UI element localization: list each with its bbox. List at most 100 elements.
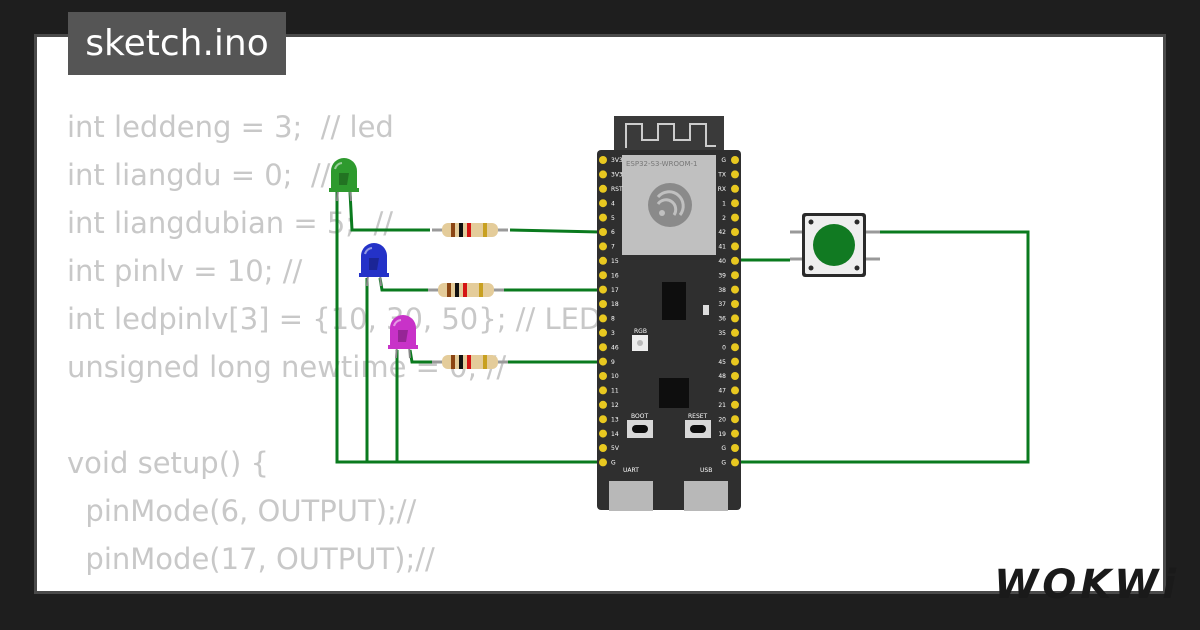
magenta-led[interactable] bbox=[388, 315, 418, 359]
resistor-band bbox=[455, 283, 459, 297]
reset-label: RESET bbox=[688, 413, 708, 420]
left-pin[interactable] bbox=[599, 429, 607, 438]
right-pin-label: 41 bbox=[718, 244, 726, 251]
left-pin-label: 14 bbox=[611, 431, 619, 438]
right-pin-label: 36 bbox=[718, 316, 726, 323]
right-pin[interactable] bbox=[731, 400, 739, 409]
circuit-diagram: ESP32-S3-WROOM-1 RGB BOOT RESET UART USB… bbox=[329, 116, 1030, 511]
right-pin-label: 37 bbox=[718, 301, 726, 308]
left-pin[interactable] bbox=[599, 242, 607, 251]
usb-uart-chip bbox=[662, 282, 686, 320]
left-pin-label: 18 bbox=[611, 301, 619, 308]
right-pin[interactable] bbox=[731, 242, 739, 251]
green-led[interactable] bbox=[329, 158, 359, 202]
left-pin[interactable] bbox=[599, 300, 607, 308]
right-pin[interactable] bbox=[731, 372, 739, 380]
wire-button-ground bbox=[740, 230, 1030, 464]
left-pin-label: G bbox=[611, 460, 616, 467]
left-pin[interactable] bbox=[599, 285, 607, 294]
pushbutton[interactable] bbox=[790, 213, 880, 277]
left-pin[interactable] bbox=[599, 415, 607, 424]
left-pin[interactable] bbox=[599, 271, 607, 280]
left-pin[interactable] bbox=[599, 199, 607, 208]
right-pin[interactable] bbox=[731, 386, 739, 395]
right-pin[interactable] bbox=[731, 213, 739, 222]
left-pin[interactable] bbox=[599, 314, 607, 323]
right-pin[interactable] bbox=[731, 300, 739, 308]
resistor-band bbox=[483, 355, 487, 369]
right-pin[interactable] bbox=[731, 170, 739, 179]
blue-led[interactable] bbox=[359, 243, 389, 287]
left-pin-label: 6 bbox=[611, 229, 615, 236]
right-pin[interactable] bbox=[731, 415, 739, 424]
left-pin[interactable] bbox=[599, 170, 607, 179]
rgb-label: RGB bbox=[634, 328, 647, 335]
left-pin[interactable] bbox=[599, 256, 607, 265]
right-pin-label: 45 bbox=[718, 359, 726, 366]
code-line: int pinlv = 10; // bbox=[67, 254, 303, 288]
usb-port[interactable] bbox=[684, 481, 728, 511]
resistor-1[interactable] bbox=[432, 223, 508, 237]
right-pin[interactable] bbox=[731, 271, 739, 280]
left-pin-label: 9 bbox=[611, 359, 615, 366]
right-pin[interactable] bbox=[731, 199, 739, 208]
code-line: pinMode(6, OUTPUT);// bbox=[67, 494, 417, 528]
resistor-band bbox=[463, 283, 467, 297]
code-line: int leddeng = 3; // led bbox=[67, 110, 394, 144]
right-pin[interactable] bbox=[731, 328, 739, 337]
wire-magenta-led-resistor bbox=[408, 349, 440, 364]
left-pin[interactable] bbox=[599, 357, 607, 366]
module-label: ESP32-S3-WROOM-1 bbox=[626, 160, 697, 168]
left-pin[interactable] bbox=[599, 386, 607, 395]
resistor-band bbox=[467, 223, 471, 237]
left-pin[interactable] bbox=[599, 328, 607, 337]
right-pin[interactable] bbox=[731, 357, 739, 366]
left-pin[interactable] bbox=[599, 458, 607, 467]
right-pin[interactable] bbox=[731, 458, 739, 467]
right-pin[interactable] bbox=[731, 429, 739, 438]
left-pin-label: 17 bbox=[611, 287, 619, 294]
left-pin[interactable] bbox=[599, 400, 607, 409]
left-pin[interactable] bbox=[599, 343, 607, 352]
right-pin-label: 2 bbox=[722, 215, 726, 222]
espressif-icon bbox=[648, 183, 692, 227]
right-pin[interactable] bbox=[731, 285, 739, 294]
left-pin[interactable] bbox=[599, 184, 607, 193]
left-pin[interactable] bbox=[599, 156, 607, 164]
right-pin[interactable] bbox=[731, 256, 739, 265]
right-pin-label: 38 bbox=[718, 287, 726, 294]
left-pin-label: 11 bbox=[611, 388, 619, 395]
right-pin[interactable] bbox=[731, 156, 739, 164]
left-pin-label: 12 bbox=[611, 402, 619, 409]
left-pin-label: 8 bbox=[611, 316, 615, 323]
wire-green-led-resistor bbox=[348, 191, 430, 232]
right-pin[interactable] bbox=[731, 228, 739, 236]
code-line: void setup() { bbox=[67, 446, 269, 480]
boot-label: BOOT bbox=[631, 413, 648, 420]
resistor-band bbox=[483, 223, 487, 237]
resistor-band bbox=[459, 223, 463, 237]
right-pin[interactable] bbox=[731, 184, 739, 193]
left-pin-label: 16 bbox=[611, 272, 619, 279]
left-pin[interactable] bbox=[599, 213, 607, 222]
left-pin[interactable] bbox=[599, 228, 607, 236]
right-pin[interactable] bbox=[731, 314, 739, 323]
right-pin-label: 40 bbox=[718, 258, 726, 265]
right-pin[interactable] bbox=[731, 444, 739, 452]
resistor-band bbox=[451, 223, 455, 237]
resistor-band bbox=[467, 355, 471, 369]
uart-port[interactable] bbox=[609, 481, 653, 511]
right-pin-label: G bbox=[721, 157, 726, 164]
file-tab[interactable]: sketch.ino bbox=[68, 12, 286, 75]
left-pin-label: 3 bbox=[611, 330, 615, 337]
resistor-2[interactable] bbox=[428, 283, 504, 297]
left-pin[interactable] bbox=[599, 372, 607, 380]
resistor-band bbox=[451, 355, 455, 369]
right-pin-label: 42 bbox=[718, 229, 726, 236]
led-indicator bbox=[703, 305, 709, 315]
right-pin[interactable] bbox=[731, 343, 739, 352]
resistor-3[interactable] bbox=[432, 355, 508, 369]
left-pin[interactable] bbox=[599, 444, 607, 452]
